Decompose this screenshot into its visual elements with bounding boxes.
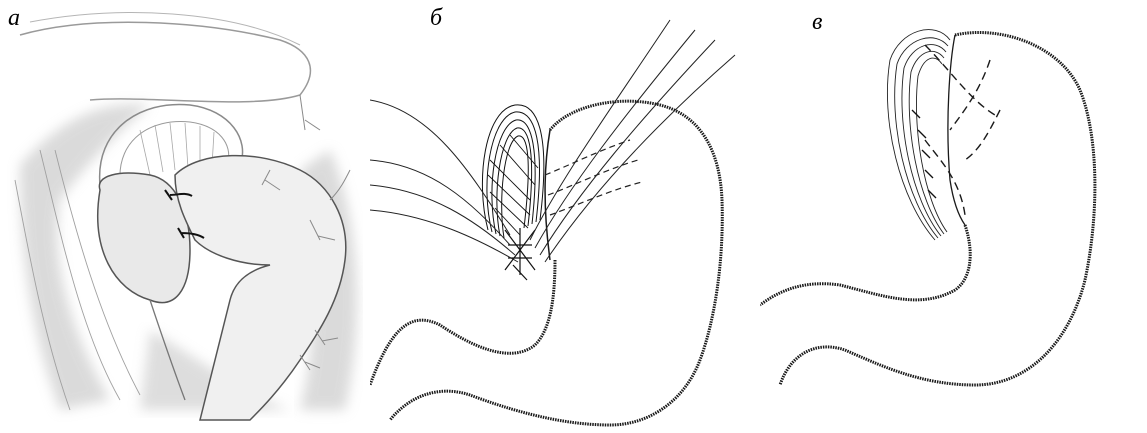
panel-b: б	[370, 0, 760, 433]
fundus-wrap-lines	[887, 30, 950, 240]
panel-b-drawing	[370, 0, 760, 433]
stomach-inner-curve	[370, 260, 555, 385]
dashed-lines	[925, 45, 1000, 215]
liver-fold	[30, 13, 300, 45]
panel-c: в	[760, 0, 1147, 433]
stomach-outline	[780, 32, 1095, 385]
panel-a-drawing	[0, 0, 370, 433]
panel-a: а	[0, 0, 370, 433]
threads-right	[530, 20, 735, 262]
dashed-sutures	[545, 140, 642, 215]
panel-c-drawing	[760, 0, 1147, 433]
suture-knots	[505, 228, 535, 280]
liver-outline	[20, 22, 310, 102]
fundus-wrap-lines	[482, 105, 543, 238]
threads-left	[370, 100, 518, 262]
stomach-inner-curve	[760, 225, 970, 305]
